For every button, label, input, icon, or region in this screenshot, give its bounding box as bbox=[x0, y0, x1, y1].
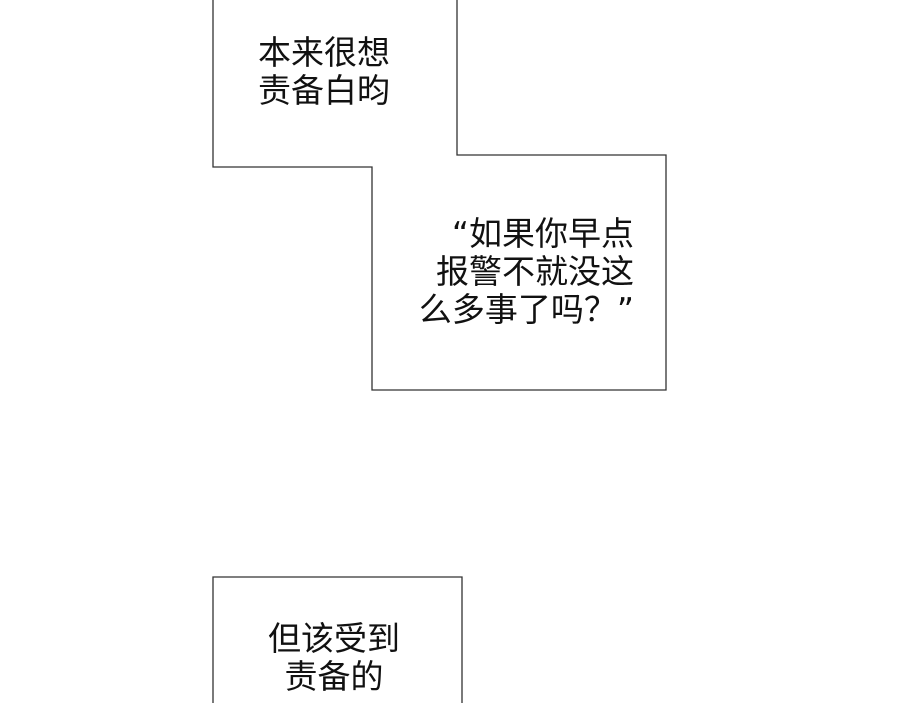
caption-2-line: 报警不就没这 bbox=[436, 252, 634, 291]
caption-1-line: 本来很想 bbox=[258, 33, 390, 72]
caption-1: 本来很想 责备白昀 bbox=[258, 34, 390, 110]
caption-box-lower bbox=[212, 576, 463, 703]
caption-box-upper bbox=[212, 0, 667, 391]
caption-2-line: “如果你早点 bbox=[451, 214, 634, 253]
caption-3-line: 但该受到 bbox=[268, 619, 400, 658]
caption-3-line: 责备的 bbox=[284, 657, 384, 696]
caption-1-line: 责备白昀 bbox=[258, 71, 390, 110]
caption-2-line: 么多事了吗？” bbox=[418, 290, 634, 329]
caption-2-dialogue: “如果你早点 报警不就没这 么多事了吗？” bbox=[419, 215, 634, 329]
caption-3: 但该受到 责备的 bbox=[268, 620, 400, 696]
